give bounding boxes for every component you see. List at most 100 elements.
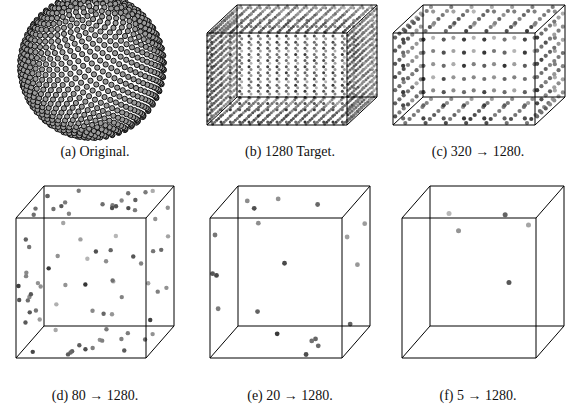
point <box>71 54 76 59</box>
point <box>343 74 346 77</box>
point <box>341 53 344 56</box>
point <box>87 49 92 54</box>
point <box>97 76 102 81</box>
point <box>268 92 271 95</box>
point <box>117 30 122 35</box>
point <box>294 71 297 74</box>
point <box>95 106 100 111</box>
point <box>238 41 241 44</box>
point <box>220 84 223 87</box>
point <box>248 114 251 117</box>
point <box>128 67 133 72</box>
point <box>51 72 56 77</box>
point <box>296 68 299 71</box>
point <box>100 69 105 74</box>
point <box>257 71 260 74</box>
point <box>315 68 318 71</box>
point <box>259 56 262 59</box>
point <box>332 108 335 111</box>
point <box>250 62 253 65</box>
point <box>229 84 232 87</box>
point <box>100 85 105 90</box>
point <box>97 38 102 43</box>
point <box>257 53 260 56</box>
point <box>238 90 241 93</box>
point <box>134 62 139 67</box>
point <box>39 50 44 55</box>
point <box>341 41 344 44</box>
point <box>313 59 316 62</box>
point <box>341 78 344 81</box>
point <box>113 34 118 39</box>
point <box>240 86 243 89</box>
point <box>91 111 96 116</box>
point <box>64 101 69 106</box>
point <box>79 39 84 44</box>
point <box>120 15 125 20</box>
point <box>140 50 145 55</box>
point <box>68 96 73 101</box>
point <box>117 62 122 67</box>
point <box>304 114 307 117</box>
point <box>250 50 253 53</box>
point <box>210 84 213 87</box>
point <box>238 53 241 56</box>
point <box>72 41 77 46</box>
point <box>76 59 81 64</box>
point <box>98 100 103 105</box>
point <box>313 120 316 123</box>
point <box>126 74 131 79</box>
point <box>229 53 232 56</box>
point <box>268 68 271 71</box>
point <box>68 30 73 35</box>
point <box>287 68 290 71</box>
point <box>259 86 262 89</box>
point <box>285 65 288 68</box>
point <box>322 41 325 44</box>
point <box>220 96 223 99</box>
point <box>48 33 53 38</box>
point <box>238 120 241 123</box>
point <box>278 74 281 77</box>
point <box>62 92 67 97</box>
point <box>123 104 128 109</box>
point <box>31 60 36 65</box>
point <box>89 102 94 107</box>
point <box>229 90 232 93</box>
point <box>220 53 223 56</box>
point <box>141 37 146 42</box>
point <box>313 71 316 74</box>
point <box>210 41 213 44</box>
point <box>306 43 309 46</box>
point <box>285 90 288 93</box>
point <box>268 74 271 77</box>
point <box>334 74 337 77</box>
point <box>294 120 297 123</box>
point <box>95 65 100 70</box>
point <box>103 62 108 67</box>
point <box>322 120 325 123</box>
point <box>322 108 325 111</box>
point <box>285 35 288 38</box>
point <box>306 92 309 95</box>
point <box>229 71 232 74</box>
point <box>268 62 271 65</box>
point <box>296 43 299 46</box>
point <box>90 17 95 22</box>
point <box>341 84 344 87</box>
point <box>248 84 251 87</box>
point <box>84 84 89 89</box>
point <box>248 71 251 74</box>
point <box>238 47 241 50</box>
point <box>99 8 104 13</box>
point <box>343 25 346 28</box>
point <box>210 59 213 62</box>
point <box>324 68 327 71</box>
point <box>248 53 251 56</box>
point <box>131 32 136 37</box>
point <box>257 65 260 68</box>
point <box>248 59 251 62</box>
point <box>294 47 297 50</box>
point <box>324 80 327 83</box>
point <box>112 51 117 56</box>
